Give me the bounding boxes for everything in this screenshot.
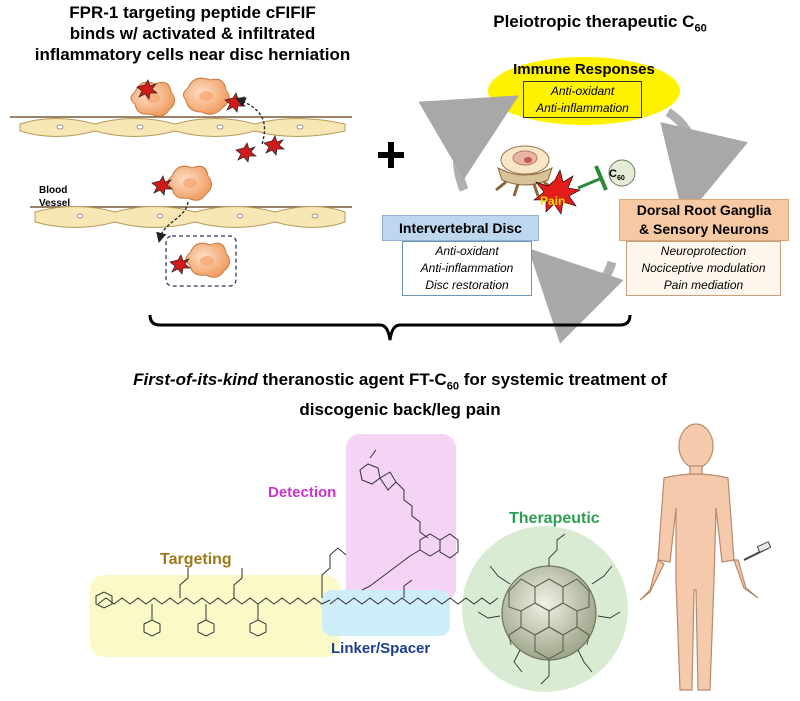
peptide-starburst (263, 135, 285, 156)
vessel-label-line2: Vessel (39, 198, 71, 209)
drg-list: Neuroprotection Nociceptive modulation P… (626, 241, 781, 296)
cycle-arrow-top-left (418, 95, 519, 192)
peptide-structure (95, 568, 331, 637)
bottom-title-mid: theranostic agent FT-C (257, 370, 447, 389)
bottom-title-sub: 60 (446, 380, 460, 393)
inflammatory-cell (185, 242, 230, 278)
detection-region (346, 434, 456, 602)
c60-ball (608, 159, 636, 187)
human-figure (639, 423, 759, 691)
detection-label: Detection (268, 484, 337, 501)
fullerene-structure (477, 533, 621, 685)
drg-item: Pain mediation (663, 278, 744, 292)
drg-heading: Dorsal Root Ganglia & Sensory Neurons (619, 199, 789, 241)
c60-label: C60 (609, 168, 625, 182)
drg-item: Nociceptive modulation (641, 261, 766, 275)
intervertebral-disc-list: Anti-oxidant Anti-inflammation Disc rest… (402, 241, 532, 296)
immune-item: Anti-oxidant (550, 84, 615, 98)
therapeutic-label: Therapeutic (509, 510, 600, 527)
inflammatory-cell (167, 165, 212, 201)
pain-starburst (533, 169, 581, 215)
right-title-sub: 60 (694, 22, 707, 35)
c60-label-sub: 60 (616, 174, 625, 183)
blood-vessel-label: Blood Vessel (39, 184, 70, 210)
vessel-label-line1: Blood (39, 185, 68, 196)
cycle-arrow-bottom (528, 248, 624, 344)
bottom-title: First-of-its-kind theranostic agent FT-C… (0, 368, 800, 421)
infiltration-arrow (156, 201, 189, 244)
left-title-line1: FPR-1 targeting peptide cFIFIF (69, 3, 316, 22)
linker-region (322, 590, 450, 636)
immune-responses-panel: Immune Responses Anti-oxidant Anti-infla… (486, 57, 682, 125)
c60-label-text: C (609, 168, 617, 180)
immune-item: Anti-inflammation (536, 101, 629, 115)
cycle-arrow-top-right (660, 108, 748, 220)
blood-vessel-top (10, 116, 352, 137)
inhibition-bar (594, 165, 608, 191)
right-title-text: Pleiotropic therapeutic C (493, 12, 695, 31)
drg-heading-line2: & Sensory Neurons (639, 221, 769, 237)
drg-heading-line1: Dorsal Root Ganglia (636, 202, 772, 218)
inhibition-line (577, 176, 603, 190)
peptide-starburst (151, 175, 173, 196)
left-panel-title: FPR-1 targeting peptide cFIFIF binds w/ … (0, 2, 385, 65)
peptide-starburst (235, 142, 257, 163)
infiltrated-cell-box (165, 235, 237, 287)
peptide-starburst (136, 79, 158, 100)
bottom-title-line1: First-of-its-kind theranostic agent FT-C… (0, 368, 800, 398)
drg-item: Neuroprotection (660, 244, 747, 258)
intervertebral-disc-heading: Intervertebral Disc (382, 215, 539, 241)
left-title-line2: binds w/ activated & infiltrated (69, 24, 316, 43)
peptide-starburst (169, 254, 191, 275)
immune-responses-ellipse (488, 57, 680, 125)
injection-icon (743, 541, 772, 561)
targeting-region (90, 575, 340, 657)
linker-label: Linker/Spacer (331, 640, 431, 657)
pain-label: Pain (540, 194, 566, 208)
left-title-line3: inflammatory cells near disc herniation (34, 45, 351, 64)
linker-structure (321, 547, 499, 605)
immune-list: Anti-oxidant Anti-inflammation (523, 81, 642, 118)
bottom-title-end: for systemic treatment of (459, 370, 667, 389)
bottom-title-italic: First-of-its-kind (133, 370, 258, 389)
targeting-label: Targeting (160, 551, 232, 568)
inflammatory-cell (182, 77, 230, 115)
bracket (148, 314, 632, 341)
binding-arrow (235, 97, 266, 145)
bottom-title-line2: discogenic back/leg pain (299, 400, 501, 420)
disc-item: Disc restoration (425, 278, 509, 292)
right-panel-title: Pleiotropic therapeutic C60 (440, 12, 760, 34)
dye-structure (359, 449, 459, 591)
immune-heading: Immune Responses (513, 61, 655, 78)
disc-item: Anti-inflammation (420, 261, 514, 275)
blood-vessel-bottom (30, 206, 352, 228)
plus-sign (378, 142, 404, 168)
disc-item: Anti-oxidant (435, 244, 499, 258)
